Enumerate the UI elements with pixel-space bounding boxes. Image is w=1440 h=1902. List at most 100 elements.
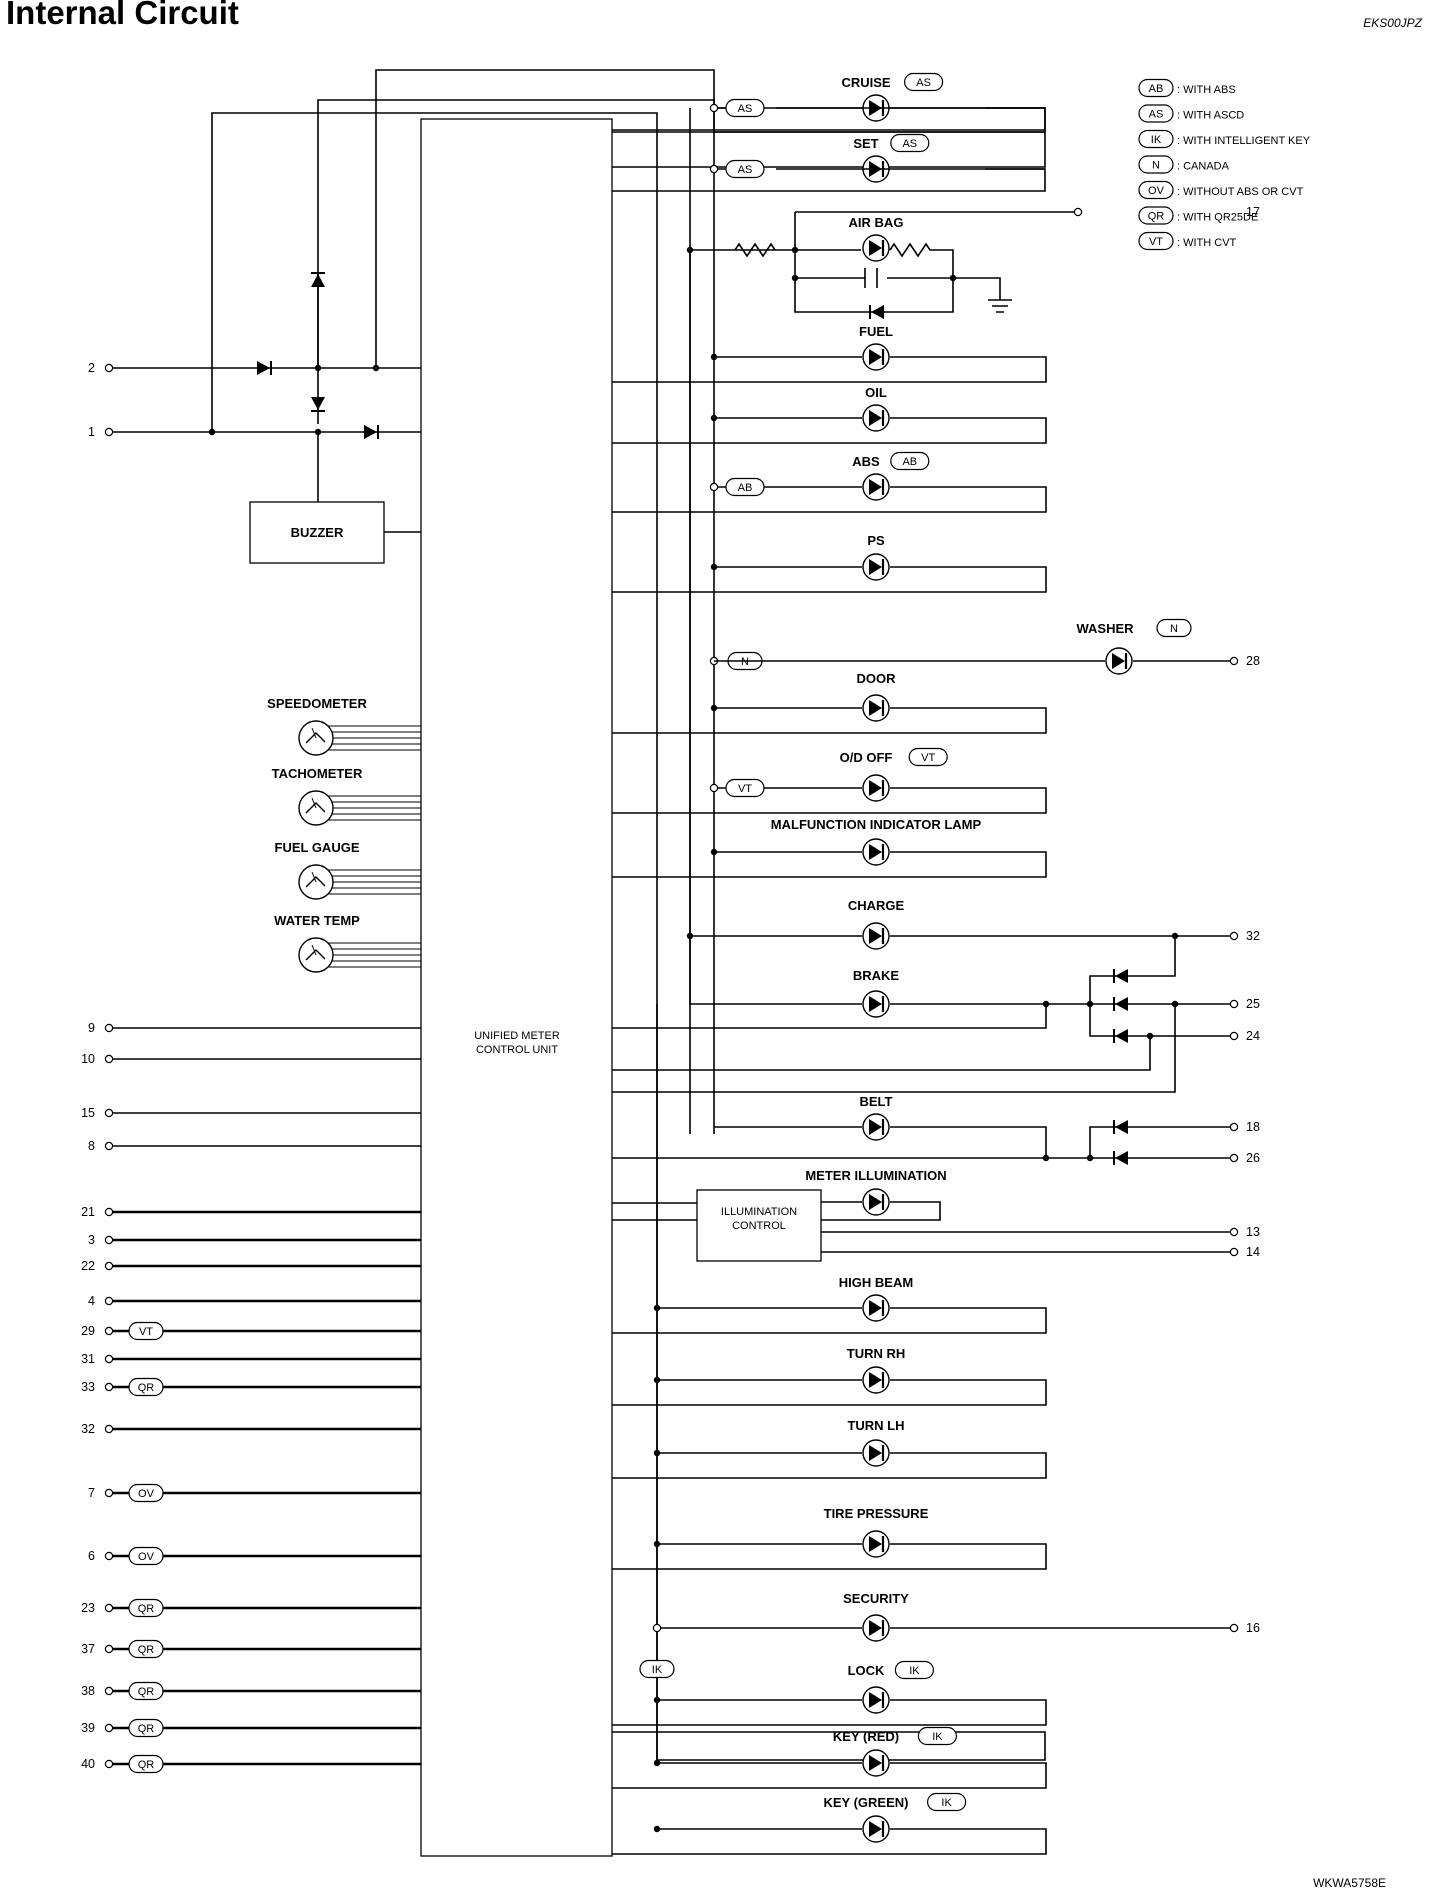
left-pin-29-terminal: [104, 1326, 114, 1336]
branch-terminal: [652, 1623, 662, 1633]
left-pin-33-terminal: [104, 1382, 114, 1392]
lamp-cruise-tag-text: AS: [916, 77, 931, 89]
left-pin-38-terminal: [104, 1686, 114, 1696]
left-pin-31: 31: [81, 1352, 95, 1366]
left-pin-23-tag-text: QR: [138, 1603, 155, 1615]
lamp-oil-label: OIL: [865, 385, 887, 400]
right-pin-18: 18: [1246, 1120, 1260, 1134]
buzzer-box: [249, 501, 385, 564]
lamp-brake-label: BRAKE: [853, 968, 900, 983]
left-pin-33: 33: [81, 1380, 95, 1394]
right-pin-24: 24: [1246, 1029, 1260, 1043]
left-pin-40-tag-text: QR: [138, 1759, 155, 1771]
lamp-tire-pressure-label: TIRE PRESSURE: [824, 1506, 929, 1521]
left-pin-32-terminal: [104, 1424, 114, 1434]
right-pin-32-terminal: [1229, 931, 1239, 941]
right-pin-24-terminal: [1229, 1031, 1239, 1041]
left-pin-22-terminal: [104, 1261, 114, 1271]
legend-text-as: : WITH ASCD: [1177, 110, 1244, 122]
left-pin-37-tag: QR: [128, 1639, 164, 1659]
left-pin-29: 29: [81, 1324, 95, 1338]
legend-tag-ab-text: AB: [1149, 83, 1164, 95]
branch-terminal: [709, 482, 719, 492]
branch-tag-ik-text: IK: [652, 1664, 663, 1676]
left-pin-6: 6: [88, 1549, 95, 1563]
left-pin-3-terminal: [104, 1235, 114, 1245]
right-pin-16: 16: [1246, 1621, 1260, 1635]
lamp-abs-tag-text: AB: [902, 456, 917, 468]
right-pin-32: 32: [1246, 929, 1260, 943]
lamp-belt-icon: [861, 1112, 891, 1142]
lamp-key-red-tag: IK: [917, 1726, 958, 1746]
left-pin-9-terminal: [104, 1023, 114, 1033]
left-pin-6-terminal: [104, 1551, 114, 1561]
branch-terminal: [709, 783, 719, 793]
left-pin-21: 21: [81, 1205, 95, 1219]
left-pin-2-terminal: [104, 363, 114, 373]
branch-tag-as-text: AS: [738, 164, 753, 176]
lamp-meter-illumination-label: METER ILLUMINATION: [805, 1168, 946, 1183]
diagram-code: EKS00JPZ: [1363, 16, 1422, 30]
right-pin-17-terminal: [1073, 207, 1083, 217]
lamp-door-label: DOOR: [857, 671, 897, 686]
figure-code: WKWA5758E: [1313, 1876, 1386, 1890]
left-pin-9: 9: [88, 1021, 95, 1035]
illumination-control-box: [696, 1189, 822, 1262]
left-pin-15-terminal: [104, 1108, 114, 1118]
legend-tag-qr-text: QR: [1148, 211, 1165, 223]
branch-tag-as-text: AS: [738, 103, 753, 115]
left-pin-39-terminal: [104, 1723, 114, 1733]
branch-tag-ik: IK: [639, 1659, 675, 1679]
lamp-key-green-tag: IK: [926, 1792, 967, 1812]
legend-tag-ik: IK: [1138, 129, 1174, 149]
left-pin-21-terminal: [104, 1207, 114, 1217]
lamp-washer-tag: N: [1156, 618, 1192, 638]
lamp-brake-icon: [861, 989, 891, 1019]
legend-tag-qr: QR: [1138, 206, 1174, 225]
lamp-key-red-icon: [861, 1748, 891, 1778]
left-pin-10: 10: [81, 1052, 95, 1066]
lamp-high-beam-icon: [861, 1293, 891, 1323]
right-pin-16-terminal: [1229, 1623, 1239, 1633]
right-pin-28-terminal: [1229, 656, 1239, 666]
lamp-o-d-off-label: O/D OFF: [840, 750, 893, 765]
branch-tag-ab-text: AB: [738, 482, 753, 494]
lamp-meter-illumination-icon: [861, 1187, 891, 1217]
gauge-icon: [298, 864, 334, 900]
left-pin-4: 4: [88, 1294, 95, 1308]
lamp-tire-pressure-icon: [861, 1529, 891, 1559]
lamp-malfunction-indicator-lamp-icon: [861, 837, 891, 867]
legend-tag-ov: OV: [1138, 180, 1174, 200]
lamp-cruise-label: CRUISE: [841, 75, 890, 90]
gauge-label-2: FUEL GAUGE: [275, 840, 360, 855]
left-pin-6-tag-text: OV: [138, 1551, 155, 1563]
lamp-fuel-label: FUEL: [859, 324, 893, 339]
left-pin-6-tag: OV: [128, 1546, 164, 1566]
lamp-security-label: SECURITY: [843, 1591, 909, 1606]
right-pin-25: 25: [1246, 997, 1260, 1011]
unit-label-line1: UNIFIED METER: [474, 1030, 560, 1042]
lamp-key-red-tag-text: IK: [932, 1731, 943, 1743]
branch-tag-vt-text: VT: [738, 783, 752, 795]
left-pin-8: 8: [88, 1139, 95, 1153]
branch-tag-as: AS: [725, 159, 765, 179]
pin2-diode-icon: [257, 361, 272, 375]
lamp-ps-label: PS: [867, 533, 885, 548]
capacitor-icon: [864, 268, 878, 288]
branch-terminal: [709, 103, 719, 113]
lamp-washer-tag-text: N: [1170, 623, 1178, 635]
left-pin-2: 2: [88, 361, 95, 375]
lamp-turn-rh-icon: [861, 1365, 891, 1395]
left-pin-38-tag: QR: [128, 1681, 164, 1701]
left-pin-40-tag: QR: [128, 1754, 164, 1774]
left-pin-23-tag: QR: [128, 1598, 164, 1618]
left-pin-32: 32: [81, 1422, 95, 1436]
legend-tag-as-text: AS: [1149, 109, 1164, 121]
left-pin-1-terminal: [104, 427, 114, 437]
lamp-set-tag: AS: [890, 133, 930, 153]
legend-tag-vt: VT: [1138, 231, 1174, 251]
left-pin-23: 23: [81, 1601, 95, 1615]
page-title: Internal Circuit: [6, 0, 239, 31]
right-pin-25-terminal: [1229, 999, 1239, 1009]
legend-text-ov: : WITHOUT ABS OR CVT: [1177, 186, 1304, 198]
